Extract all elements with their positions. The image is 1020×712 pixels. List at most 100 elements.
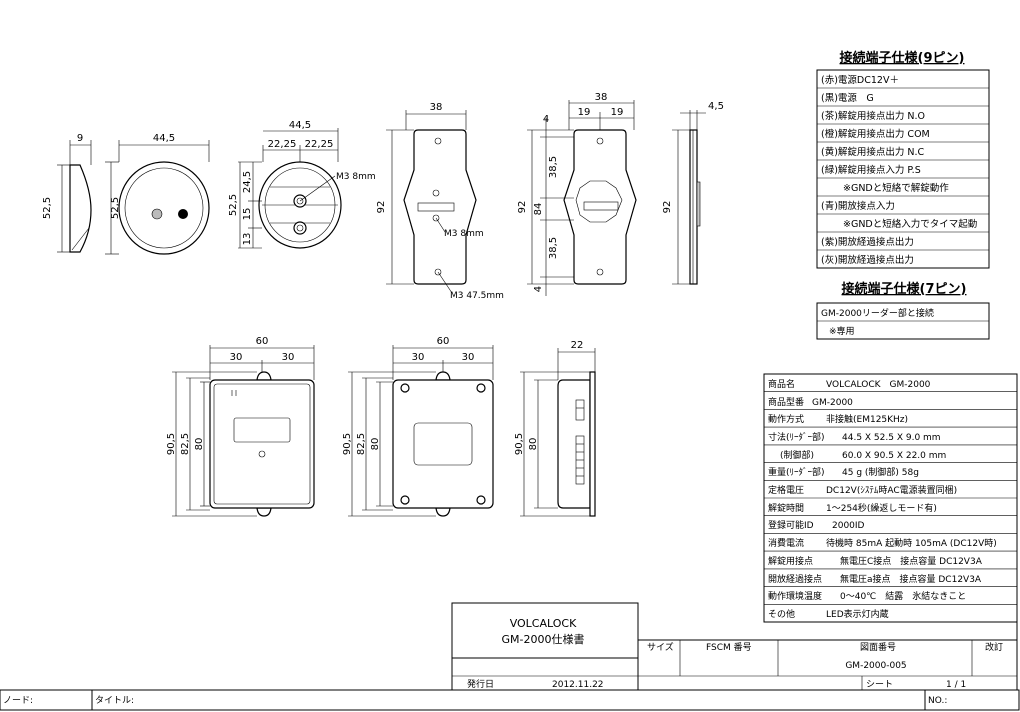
status-dot-icon	[178, 209, 188, 219]
pin9-row: (茶)解錠用接点出力 N.O	[821, 110, 925, 122]
led-indicator-icon	[151, 208, 163, 220]
doc-title-line1: VOLCALOCK	[510, 617, 577, 630]
spec-label: 寸法(ﾘｰﾀﾞｰ部)	[768, 431, 825, 443]
dim-plate2-half-right: 19	[611, 107, 624, 118]
spec-label: (制御部)	[780, 449, 814, 461]
dim-ctrl-side-width: 22	[571, 340, 584, 351]
spec-value: LED表示灯内蔵	[826, 608, 889, 620]
spec-label: 動作方式	[768, 413, 804, 425]
spec-label: 動作環境温度	[768, 590, 822, 602]
dim-plate2-half-left: 19	[578, 107, 591, 118]
dim-ctrl-h-inner: 80	[194, 438, 205, 451]
dim-front-height: 52,5	[110, 197, 121, 219]
dim-ctrl2-h-mid: 82,5	[356, 433, 367, 455]
dim-back-width: 44,5	[289, 120, 311, 131]
label-size: サイズ	[647, 641, 674, 653]
spec-value: DC12V(ｼｽﾃﾑ時AC電源装置同梱)	[826, 484, 957, 496]
spec-value: 無電圧C接点 接点容量 DC12V3A	[840, 555, 983, 567]
dim-ctrl-h-mid: 82,5	[180, 433, 191, 455]
dim-plate2-v2: 84	[533, 203, 544, 216]
drawing-number: GM-2000-005	[845, 661, 906, 671]
spec-value: 待機時 85mA 起動時 105mA (DC12V時)	[826, 537, 997, 549]
spec-value: 60.0 X 90.5 X 22.0 mm	[842, 451, 946, 461]
spec-label: 開放経過接点	[768, 573, 822, 585]
reader-back-view: M3 8mm 44,5 22,25 22,25 24,5 15 13 52,5	[228, 120, 376, 249]
pin9-row: (紫)開放経過接点出力	[821, 236, 914, 248]
dim-plate-side-height: 92	[662, 201, 673, 214]
dim-plate-height: 92	[376, 201, 387, 214]
spec-value: 0〜40℃ 結露 氷結なきこと	[840, 590, 966, 602]
label-issue-date: 発行日	[467, 678, 494, 690]
pin7-title: 接続端子仕様(7ピン)	[842, 281, 967, 297]
footer-title-label: タイトル:	[95, 695, 134, 706]
dim-side-width: 9	[77, 133, 83, 144]
pin7-table: 接続端子仕様(7ピン) GM-2000リーダー部と接続 ※専用	[816, 281, 990, 340]
dim-plate2-width: 38	[595, 92, 608, 103]
dim-ctrl2-width: 60	[437, 336, 450, 347]
dim-ctrl-h-outer: 90,5	[166, 433, 177, 455]
dim-plate-side-width: 4,5	[708, 101, 724, 112]
dim-back-half-left: 22,25	[268, 139, 297, 150]
pin9-row: (黒)電源 G	[821, 93, 874, 104]
controller-front-view: 60 30 30 90,5 82,5 80	[166, 336, 315, 517]
spec-label: 重量(ﾘｰﾀﾞｰ部)	[768, 466, 825, 478]
pin9-row: (橙)解錠用接点出力 COM	[821, 128, 930, 140]
dim-plate2-v1: 38,5	[548, 156, 559, 178]
dim-plate-width: 38	[430, 102, 443, 113]
label-screw-b: M3 8mm	[444, 229, 484, 239]
pin9-row: ※GNDと短絡入力でタイマ起動	[843, 218, 977, 230]
title-block: VOLCALOCK GM-2000仕様書 サイズ FSCM 番号 図面番号 改訂…	[451, 602, 1018, 691]
pin9-row: (灰)開放経過接点出力	[821, 254, 914, 266]
dim-ctrl2-half-right: 30	[462, 352, 475, 363]
dim-side-height: 52,5	[42, 197, 53, 219]
dim-ctrl2-h-outer: 90,5	[342, 433, 353, 455]
plate-assembly-view: 38 19 19 4 38,5 84 38,5 4 92	[517, 92, 637, 296]
dim-ctrl-side-h-inner: 80	[528, 438, 539, 451]
label-sheet: シート	[866, 680, 893, 690]
pin7-row: ※専用	[829, 325, 855, 337]
label-fscm: FSCM 番号	[706, 641, 752, 653]
spec-label: 解錠用接点	[768, 555, 813, 567]
dim-ctrl2-h-inner: 80	[370, 438, 381, 451]
controller-back-view: 60 30 30 90,5 82,5 80	[342, 336, 494, 517]
dim-ctrl-width: 60	[256, 336, 269, 347]
footer-bar: ノード: タイトル: NO.:	[0, 689, 1020, 711]
dim-back-half-right: 22,25	[305, 139, 334, 150]
spec-value: 44.5 X 52.5 X 9.0 mm	[842, 433, 941, 443]
spec-value: 非接触(EM125KHz)	[826, 413, 908, 425]
dim-plate2-v3: 38,5	[548, 237, 559, 259]
dim-plate2-top: 4	[543, 114, 549, 125]
dim-ctrl-half-left: 30	[230, 352, 243, 363]
pin9-title: 接続端子仕様(9ピン)	[840, 50, 965, 66]
pin9-table: 接続端子仕様(9ピン) (赤)電源DC12V＋ (黒)電源 G (茶)解錠用接点…	[816, 50, 990, 269]
label-screw-c: M3 47.5mm	[450, 291, 504, 301]
spec-table: 商品名 VOLCALOCK GM-2000 商品型番 GM-2000 動作方式 …	[763, 373, 1018, 623]
pin9-row: (緑)解錠用接点入力 P.S	[821, 164, 921, 176]
label-revision: 改訂	[985, 641, 1003, 653]
doc-title-line2: GM-2000仕様書	[502, 632, 585, 646]
spec-value: 1〜254秒(繰返しモード有)	[826, 502, 937, 514]
dim-ctrl2-half-left: 30	[412, 352, 425, 363]
spec-value: 無電圧a接点 接点容量 DC12V3A	[840, 573, 982, 585]
spec-value: 45 g (制御部) 58g	[842, 466, 919, 478]
spec-label: 解錠時間	[768, 502, 804, 514]
label-drawing-no: 図面番号	[860, 641, 896, 653]
spec-label: 商品名	[768, 378, 795, 390]
pin9-row: (黄)解錠用接点出力 N.C	[821, 146, 925, 158]
pin7-row: GM-2000リーダー部と接続	[821, 307, 934, 319]
spec-label: 商品型番	[768, 396, 804, 408]
spec-value: VOLCALOCK GM-2000	[826, 380, 931, 390]
pin9-row: (青)開放接点入力	[821, 200, 895, 212]
reader-front-view: 44,5 52,5	[105, 133, 210, 255]
dim-ctrl-side-h-outer: 90,5	[514, 433, 525, 455]
dim-back-v2: 15	[242, 208, 253, 221]
footer-node-label: ノード:	[3, 696, 33, 706]
footer-no-label: NO.:	[928, 696, 947, 706]
spec-label: その他	[768, 608, 795, 620]
label-screw-a: M3 8mm	[336, 172, 376, 182]
spec-label: 消費電流	[768, 537, 804, 549]
sheet-value: 1 / 1	[946, 680, 966, 690]
dim-front-width: 44,5	[153, 133, 175, 144]
pin9-row: ※GNDと短絡で解錠動作	[843, 182, 949, 194]
